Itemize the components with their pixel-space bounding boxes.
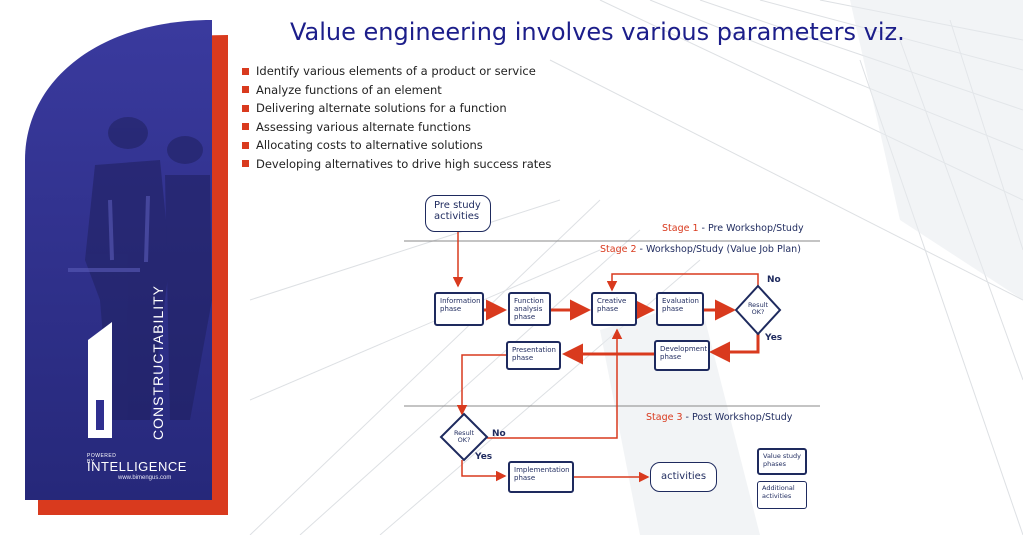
pre-study-node: Pre study activities: [425, 195, 491, 232]
presentation-phase-node: Presentation phase: [506, 341, 561, 370]
website-url: www.bimengus.com: [118, 475, 172, 481]
no-label: No: [492, 429, 506, 439]
implementation-phase-node: Implementation phase: [508, 461, 574, 493]
creative-phase-node: Creative phase: [591, 292, 637, 326]
bullet-square-icon: [242, 104, 249, 112]
list-item: Analyze functions of an element: [242, 81, 551, 100]
list-item: Identify various elements of a product o…: [242, 62, 551, 81]
powered-by-label: POWERED BY: [87, 453, 117, 465]
page-title: Value engineering involves various param…: [290, 18, 905, 46]
list-item: Delivering alternate solutions for a fun…: [242, 99, 551, 118]
legend-value-study: Value study phases: [757, 448, 807, 475]
list-item: Assessing various alternate functions: [242, 118, 551, 137]
bullet-square-icon: [242, 86, 249, 94]
yes-label: Yes: [475, 452, 493, 462]
result-decision-label: Result OK?: [453, 429, 475, 444]
bullet-square-icon: [242, 67, 249, 75]
bullet-square-icon: [242, 141, 249, 149]
result-decision-label: Result OK?: [747, 301, 769, 316]
development-phase-node: Development phase: [654, 340, 710, 371]
activities-node: activities: [650, 462, 717, 492]
legend-additional-activities: Additional activities: [757, 481, 807, 509]
stage-2-label: Stage 2 - Workshop/Study (Value Job Plan…: [600, 244, 801, 255]
list-item: Developing alternatives to drive high su…: [242, 155, 551, 174]
information-phase-node: Information phase: [434, 292, 484, 326]
stage-1-label: Stage 1 - Pre Workshop/Study: [662, 223, 804, 234]
bullet-square-icon: [242, 160, 249, 168]
decision-diamond: [439, 412, 489, 462]
yes-label: Yes: [765, 333, 783, 343]
no-label: No: [767, 275, 781, 285]
decision-diamond: [734, 284, 782, 336]
list-item: Allocating costs to alternative solution…: [242, 136, 551, 155]
bullet-square-icon: [242, 123, 249, 131]
function-analysis-node: Function analysis phase: [508, 292, 551, 326]
parameter-list: Identify various elements of a product o…: [242, 62, 551, 173]
intelligence-wordmark: INTELLIGENCE: [87, 459, 187, 474]
stage-3-label: Stage 3 - Post Workshop/Study: [646, 412, 793, 423]
brand-panel: [25, 20, 228, 515]
evaluation-phase-node: Evaluation phase: [656, 292, 704, 326]
